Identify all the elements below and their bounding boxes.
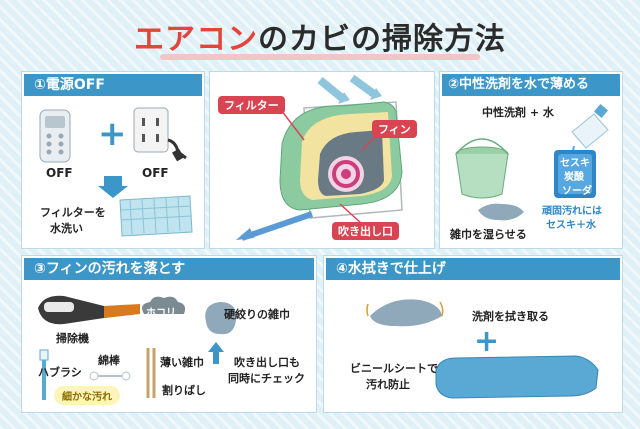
- power-outlet-icon: [133, 107, 187, 162]
- panel-clean-fins: ③フィンの汚れを落とす ホコリ 掃除機 ハブラシ 綿棒 細かな汚れ 薄い雑巾 割…: [22, 256, 316, 412]
- vinyl-sheet-icon: [435, 355, 599, 399]
- panel-wipe-finish: ④水拭きで仕上げ 洗剤を拭き取る + ビニールシートで 汚れ防止: [324, 256, 622, 412]
- filter-icon: [119, 195, 193, 237]
- soda-label-2: 炭酸: [564, 172, 584, 183]
- vacuum-label: 掃除機: [56, 332, 89, 345]
- cotton-swab-icon: [89, 371, 131, 381]
- soda-label-1: セスキ: [560, 158, 590, 169]
- wipe-detergent-label: 洗剤を拭き取る: [472, 310, 549, 323]
- outlet-check-label-2: 同時にチェック: [228, 372, 305, 385]
- wrung-cloth-icon: [205, 302, 237, 335]
- sesqui-soda-box-icon: [554, 150, 596, 198]
- plus-sign: +: [98, 114, 127, 154]
- thin-cloth-label: 薄い雑巾: [160, 356, 204, 369]
- wrung-cloth-label: 硬絞りの雑巾: [224, 308, 290, 321]
- title-underline: [160, 54, 480, 60]
- wipe-cloth-icon: [366, 299, 444, 327]
- toothbrush-label: ハブラシ: [38, 366, 82, 379]
- handheld-vacuum-icon: [38, 295, 140, 325]
- outlet-tag: 吹き出し口: [332, 222, 399, 240]
- outlet-check-label-1: 吹き出し口も: [234, 356, 300, 369]
- panel-ac-diagram: フィルター フィン 吹き出し口: [210, 72, 434, 248]
- panel-header: ②中性洗剤を水で薄める: [442, 74, 620, 96]
- dust-cloud-icon: [142, 296, 186, 314]
- title-part2: のカビの掃除方法: [258, 22, 506, 57]
- cotton-swab-label: 綿棒: [98, 354, 120, 367]
- panel-header: ③フィンの汚れを落とす: [24, 258, 314, 280]
- soda-label-3: ソーダ: [562, 186, 592, 197]
- panel-header: ④水拭きで仕上げ: [326, 258, 620, 280]
- panel-dilute-detergent: ②中性洗剤を水で薄める 中性洗剤 + 水 セスキ 炭酸 ソーダ 頑固汚れには セ…: [440, 72, 622, 248]
- stubborn-label-1: 頑固汚れには: [542, 206, 602, 217]
- vinyl-sheet-label-2: 汚れ防止: [366, 378, 410, 391]
- vinyl-sheet-label-1: ビニールシートで: [350, 362, 438, 375]
- up-arrow-icon: [208, 342, 224, 364]
- wet-cloth-icon: [478, 203, 524, 221]
- page-title: エアコンのカビの掃除方法: [0, 14, 640, 58]
- filter-wash-label-1: フィルターを: [40, 206, 106, 219]
- mix-label: 中性洗剤 + 水: [482, 106, 554, 119]
- panel-header: ①電源OFF: [24, 74, 202, 96]
- fine-dirt-pill: 細かな汚れ: [54, 386, 120, 405]
- chopsticks-label: 割りばし: [162, 384, 206, 397]
- down-arrow-icon: [98, 176, 128, 198]
- off-label-outlet: OFF: [142, 166, 169, 180]
- fin-tag: フィン: [372, 120, 417, 138]
- title-part1: エアコン: [134, 22, 258, 57]
- filter-tag: フィルター: [218, 96, 285, 114]
- filter-wash-label-2: 水洗い: [50, 222, 83, 235]
- remote-control-icon: [39, 109, 71, 163]
- chopsticks-icon: [146, 348, 156, 398]
- wet-cloth-label: 雑巾を湿らせる: [450, 228, 527, 241]
- off-label-remote: OFF: [46, 166, 73, 180]
- air-conditioner-diagram: [236, 74, 403, 241]
- stubborn-label-2: セスキ＋水: [546, 220, 596, 231]
- dust-label: ホコリ: [146, 308, 176, 319]
- toothbrush-icon: [39, 349, 49, 400]
- plus-sign: +: [474, 324, 500, 359]
- panel-power-off: ①電源OFF OFF + OFF フィルターを: [22, 72, 204, 248]
- bucket-icon: [455, 138, 509, 199]
